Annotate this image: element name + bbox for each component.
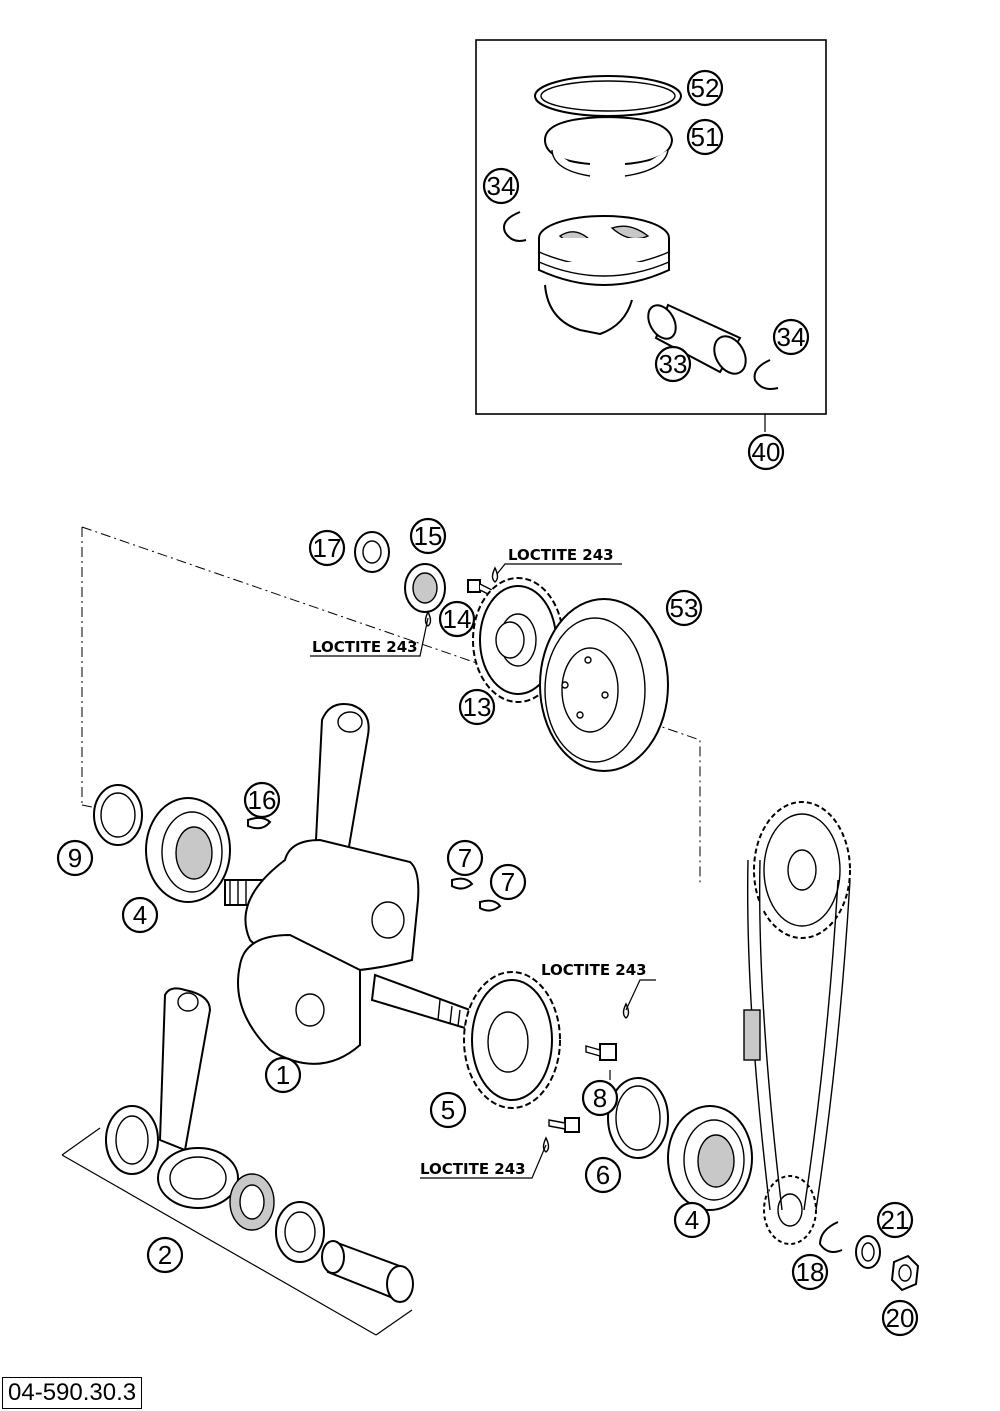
svg-text:6: 6: [596, 1160, 610, 1190]
bolt-lower-icon: [548, 1117, 580, 1133]
connecting-rod-icon: [157, 987, 239, 1209]
svg-text:17: 17: [313, 533, 342, 563]
svg-text:13: 13: [463, 692, 492, 722]
loctite-label-1: LOCTITE 243: [508, 546, 614, 564]
screw-icon: [467, 579, 493, 598]
crank-pin-icon: [321, 1240, 414, 1303]
circlip-18-icon: [818, 1221, 843, 1253]
woodruff-key-7a-icon: [451, 877, 474, 890]
needle-cage-icon: [229, 1173, 275, 1231]
nut-icon: [890, 1254, 920, 1292]
timing-chain-icon: [743, 801, 851, 1245]
svg-text:33: 33: [659, 349, 688, 379]
callout-4-right: 4: [673, 1201, 711, 1239]
svg-text:34: 34: [777, 322, 806, 352]
callout-15: 15: [409, 517, 447, 555]
svg-text:53: 53: [670, 593, 699, 623]
loctite-label-2: LOCTITE 243: [312, 638, 418, 656]
svg-text:1: 1: [276, 1060, 290, 1090]
thrust-washer-right-icon: [275, 1201, 325, 1263]
callout-18: 18: [791, 1253, 829, 1291]
callout-34-lower: 34: [772, 318, 810, 356]
svg-text:15: 15: [414, 521, 443, 551]
gear-icon: [472, 577, 564, 703]
callout-5: 5: [429, 1091, 467, 1129]
svg-text:51: 51: [691, 122, 720, 152]
callout-8: 8: [581, 1079, 619, 1117]
svg-text:5: 5: [441, 1095, 455, 1125]
circlip-lower-icon: [753, 359, 779, 390]
callout-13: 13: [458, 688, 496, 726]
washer-21-icon: [855, 1235, 881, 1269]
svg-text:40: 40: [752, 437, 781, 467]
piston-kit-frame: [475, 39, 827, 415]
piston-icon: [538, 215, 670, 336]
loctite-label-4: LOCTITE 243: [420, 1160, 526, 1178]
svg-text:9: 9: [68, 843, 82, 873]
crankshaft-icon: [224, 703, 472, 1065]
thrust-washer-left-icon: [105, 1105, 159, 1175]
svg-text:16: 16: [248, 785, 277, 815]
callout-2: 2: [146, 1236, 184, 1274]
piston-pin-icon: [647, 303, 747, 375]
callout-6: 6: [584, 1156, 622, 1194]
svg-text:8: 8: [593, 1083, 607, 1113]
bearing-right-icon: [667, 1105, 753, 1211]
svg-text:2: 2: [158, 1240, 172, 1270]
callout-1: 1: [264, 1056, 302, 1094]
drawing-number-label: 04-590.30.3: [2, 1377, 143, 1409]
callout-34-upper: 34: [482, 167, 520, 205]
callout-21: 21: [876, 1201, 914, 1239]
callout-9: 9: [56, 839, 94, 877]
flywheel-icon: [539, 598, 669, 772]
svg-text:7: 7: [501, 867, 515, 897]
callout-14: 14: [438, 600, 476, 638]
needle-bearing-icon: [404, 563, 446, 613]
callout-33: 33: [654, 345, 692, 383]
callout-20: 20: [881, 1299, 919, 1337]
callout-53: 53: [665, 589, 703, 627]
callout-40: 40: [747, 433, 785, 471]
svg-text:4: 4: [133, 900, 147, 930]
bushing-icon: [354, 531, 390, 573]
woodruff-key-7b-icon: [479, 899, 502, 912]
callout-4-left: 4: [121, 896, 159, 934]
svg-text:7: 7: [458, 843, 472, 873]
loctite-label-3: LOCTITE 243: [541, 961, 647, 979]
svg-text:20: 20: [886, 1303, 915, 1333]
callout-17: 17: [308, 529, 346, 567]
washer-icon: [607, 1077, 669, 1159]
callout-7b: 7: [489, 863, 527, 901]
svg-text:18: 18: [796, 1257, 825, 1287]
bearing-icon: [145, 797, 231, 903]
callout-16: 16: [243, 781, 281, 819]
svg-text:52: 52: [691, 73, 720, 103]
svg-text:4: 4: [685, 1205, 699, 1235]
circlip-upper-icon: [503, 211, 527, 242]
svg-text:14: 14: [443, 604, 472, 634]
timing-gear-icon: [463, 971, 561, 1109]
callout-7a: 7: [446, 839, 484, 877]
woodruff-key-16-icon: [247, 816, 272, 830]
callout-52: 52: [686, 69, 724, 107]
callout-51: 51: [686, 118, 724, 156]
shaft-seal-icon: [93, 784, 143, 846]
svg-text:34: 34: [487, 171, 516, 201]
piston-ring-icon: [534, 75, 682, 177]
bolt-upper-icon: [585, 1043, 617, 1061]
svg-text:21: 21: [881, 1205, 910, 1235]
